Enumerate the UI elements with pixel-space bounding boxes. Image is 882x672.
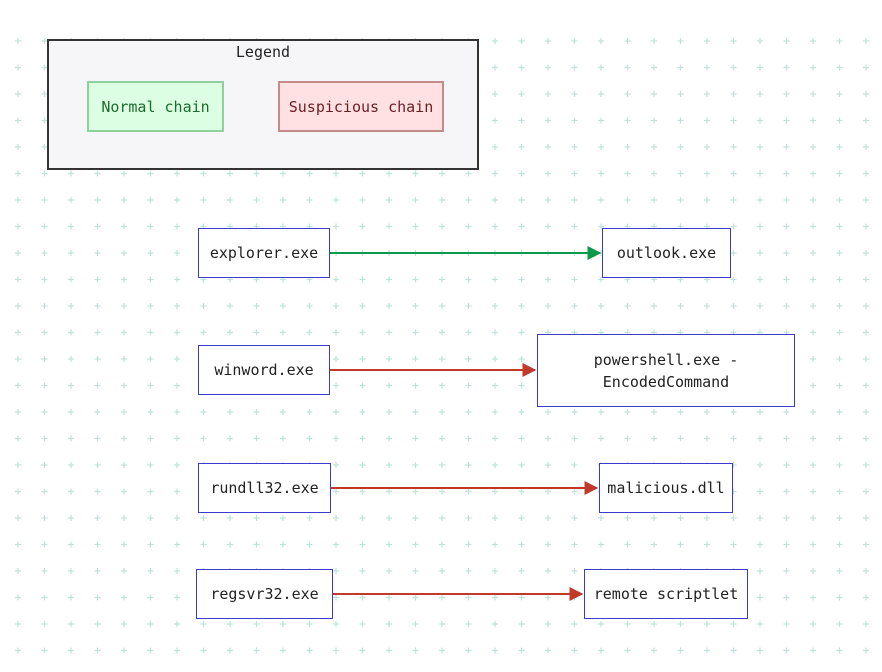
legend-normal-chain: Normal chain (87, 81, 224, 132)
legend-title: Legend (235, 43, 291, 61)
node-explorer[interactable]: explorer.exe (198, 228, 330, 278)
legend: Legend Normal chain Suspicious chain (47, 39, 479, 170)
node-outlook[interactable]: outlook.exe (602, 228, 731, 278)
node-regsvr32[interactable]: regsvr32.exe (196, 569, 333, 619)
legend-suspicious-chain: Suspicious chain (278, 81, 444, 132)
node-remote-scriptlet[interactable]: remote scriptlet (584, 569, 748, 619)
node-rundll32[interactable]: rundll32.exe (198, 463, 331, 513)
node-winword[interactable]: winword.exe (198, 345, 330, 395)
node-powershell[interactable]: powershell.exe - EncodedCommand (537, 334, 795, 407)
node-malicious-dll[interactable]: malicious.dll (599, 463, 733, 513)
